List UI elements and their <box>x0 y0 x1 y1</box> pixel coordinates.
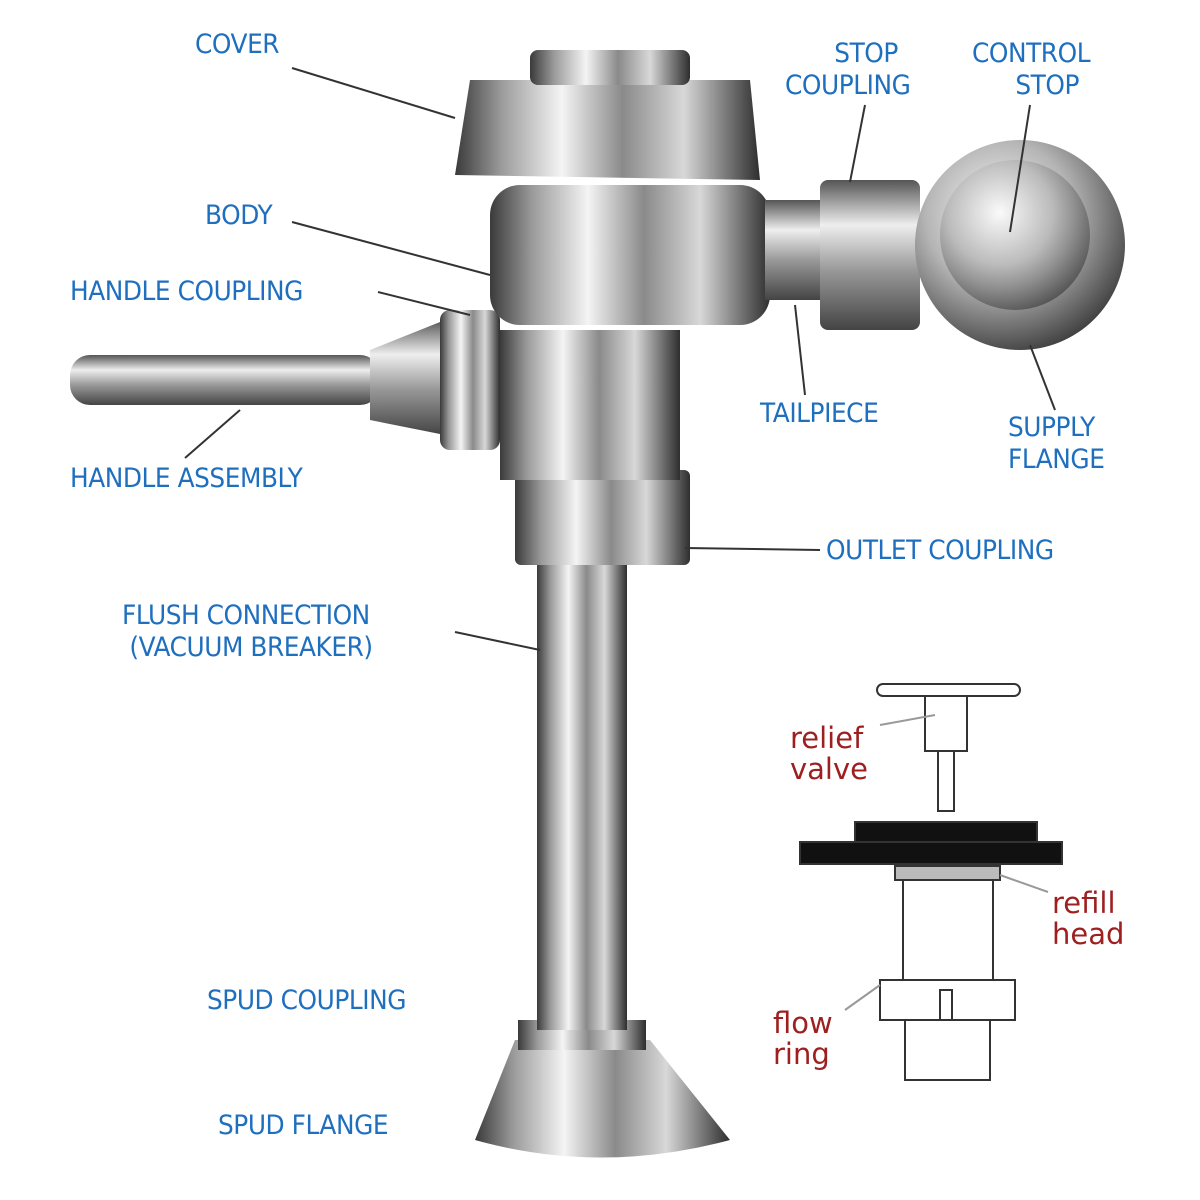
label-body: BODY <box>205 200 273 231</box>
label-line: head <box>1052 917 1125 951</box>
cartridge-inset <box>799 683 1063 1081</box>
label-spud-flange: SPUD FLANGE <box>218 1110 389 1141</box>
label-flush-connection: FLUSH CONNECTION(VACUUM BREAKER) <box>122 600 373 664</box>
label-line: FLANGE <box>1008 444 1105 475</box>
label-line: CONTROL <box>972 38 1091 69</box>
leader-lines <box>184 67 1056 1011</box>
valve-body <box>70 50 1125 1158</box>
label-handle-assembly: HANDLE ASSEMBLY <box>70 463 303 494</box>
label-line: valve <box>790 752 868 786</box>
label-line: COUPLING <box>785 70 911 101</box>
label-line: flow <box>773 1006 833 1040</box>
label-handle-coupling: HANDLE COUPLING <box>70 276 303 307</box>
label-line: refill <box>1052 886 1116 920</box>
label-line: ring <box>773 1037 830 1071</box>
label-line: relief <box>790 721 864 755</box>
label-cover: COVER <box>195 29 280 60</box>
label-tailpiece: TAILPIECE <box>760 398 879 429</box>
label-line: STOP <box>1015 70 1079 101</box>
label-outlet-coupling: OUTLET COUPLING <box>826 535 1054 566</box>
label-line: FLUSH CONNECTION <box>122 600 370 631</box>
label-line: STOP <box>834 38 898 69</box>
label-spud-coupling: SPUD COUPLING <box>207 985 407 1016</box>
label-line: SUPPLY <box>1008 412 1095 443</box>
label-line: (VACUUM BREAKER) <box>129 632 373 663</box>
